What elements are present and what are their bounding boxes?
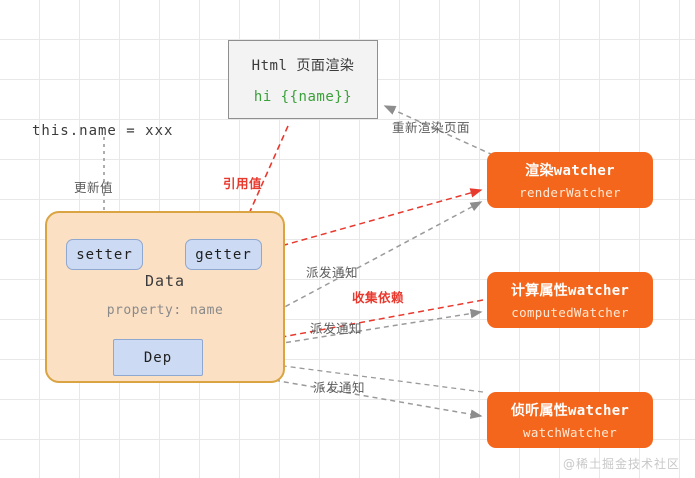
data-property-label: property: name xyxy=(106,303,224,318)
edge-watch-watcher-to-dep xyxy=(205,353,484,393)
edge-label-notify-1: 派发通知 xyxy=(306,265,359,280)
getter-node: getter xyxy=(185,239,262,270)
watermark: @稀土掘金技术社区 xyxy=(562,457,680,471)
data-container-label: Data xyxy=(144,272,186,290)
watch-watcher-subtitle: watchWatcher xyxy=(523,425,617,440)
computed-watcher-node: 计算属性watcher computedWatcher xyxy=(487,272,653,328)
watch-watcher-title-en: watcher xyxy=(568,403,630,419)
setter-node: setter xyxy=(66,239,143,270)
render-watcher-title-en: watcher xyxy=(553,163,615,179)
dep-node: Dep xyxy=(113,339,203,376)
edge-label-rerender-page: 重新渲染页面 xyxy=(392,120,471,135)
source-expression: this.name = xxx xyxy=(32,123,174,139)
computed-watcher-title-cn: 计算属性 xyxy=(510,283,569,299)
edge-label-notify-2: 派发通知 xyxy=(310,321,363,336)
render-watcher-title-cn: 渲染 xyxy=(525,163,554,179)
edge-label-reference-value: 引用值 xyxy=(223,176,263,191)
edge-label-notify-3: 派发通知 xyxy=(313,380,366,395)
render-watcher-node: 渲染watcher renderWatcher xyxy=(487,152,653,208)
watch-watcher-title: 侦听属性watcher xyxy=(511,400,629,420)
render-watcher-title: 渲染watcher xyxy=(525,160,615,180)
html-box-code: hi {{name}} xyxy=(253,88,353,105)
computed-watcher-title: 计算属性watcher xyxy=(511,280,629,300)
edge-getter-to-render-watcher xyxy=(262,188,483,252)
edge-rerender-page xyxy=(383,105,494,156)
edge-dep-notify-render xyxy=(205,201,483,350)
edge-label-update-value: 更新值 xyxy=(74,180,114,195)
render-watcher-subtitle: renderWatcher xyxy=(519,185,621,200)
html-box-title: Html 页面渲染 xyxy=(251,57,355,74)
computed-watcher-subtitle: computedWatcher xyxy=(511,305,629,320)
html-render-box: Html 页面渲染 hi {{name}} xyxy=(228,40,378,119)
computed-watcher-title-en: watcher xyxy=(568,283,630,299)
watch-watcher-title-cn: 侦听属性 xyxy=(510,403,569,419)
edge-label-collect-dependency: 收集依赖 xyxy=(352,290,405,305)
watch-watcher-node: 侦听属性watcher watchWatcher xyxy=(487,392,653,448)
